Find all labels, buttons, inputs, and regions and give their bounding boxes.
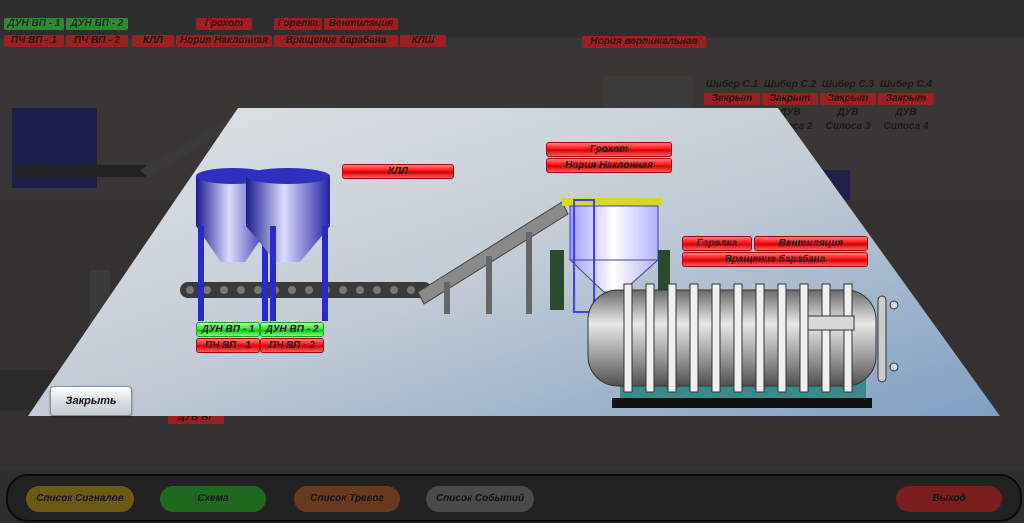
bg-klsh-label: КЛШ <box>400 35 446 47</box>
bg-silo-4: Силоса 4 <box>883 121 929 132</box>
bg-duv-4: ДУВ <box>895 107 917 118</box>
bg-grohot-label: Грохот <box>196 18 252 30</box>
gorelka-status: Горелка <box>682 236 752 251</box>
bg-dun2-label: ДУН ВП - 2 <box>66 18 128 30</box>
bg-shiber-1-state: Закрыт <box>704 93 760 105</box>
grohot-status: Грохот <box>546 142 672 157</box>
dun-vp1-status: ДУН ВП - 1 <box>196 322 260 337</box>
bg-pch1-label: ПЧ ВП - 1 <box>4 35 64 47</box>
pch-vp1-status: ПЧ ВП - 1 <box>196 338 260 353</box>
close-button[interactable]: Закрыть <box>50 386 132 416</box>
bg-shiber-4-state: Закрыт <box>878 93 934 105</box>
pch-vp2-status: ПЧ ВП - 2 <box>260 338 324 353</box>
bg-duv-2: ДУВ <box>779 107 801 118</box>
noria-status: Нория Наклонная <box>546 158 672 173</box>
bg-rotation-label: Вращение барабана <box>274 35 398 47</box>
drum-rotation-status: Вращение барабана <box>682 252 868 267</box>
events-list-button[interactable]: Список Событий <box>426 486 534 512</box>
kll-status: КЛЛ <box>342 164 454 179</box>
bg-noria-vertical-label: Нория вертикальная <box>582 36 706 48</box>
bg-shiber-2-state: Закрыт <box>762 93 818 105</box>
bg-shiber-3: Шибер С.3 <box>821 79 875 90</box>
bg-shiber-2: Шибер С.2 <box>763 79 817 90</box>
exit-button[interactable]: Выход <box>896 486 1002 512</box>
bg-shiber-3-state: Закрыт <box>820 93 876 105</box>
alarms-list-button[interactable]: Список Тревог <box>294 486 400 512</box>
bg-gorelka-label: Горелка <box>274 18 322 30</box>
signals-list-button[interactable]: Список Сигналов <box>26 486 134 512</box>
bg-shiber-4: Шибер С.4 <box>879 79 933 90</box>
bg-silo-3: Силоса 3 <box>825 121 871 132</box>
dun-vp2-status: ДУН ВП - 2 <box>260 322 324 337</box>
bg-dun1-label: ДУН ВП - 1 <box>4 18 64 30</box>
bg-duv-3: ДУВ <box>837 107 859 118</box>
bg-shiber-1: Шибер С.1 <box>705 79 759 90</box>
bg-kll-label: КЛЛ <box>132 35 174 47</box>
bg-noria-label: Нория Наклонная <box>176 35 272 47</box>
ventilation-status: Вентиляция <box>754 236 868 251</box>
scheme-button[interactable]: Схема <box>160 486 266 512</box>
bg-pch2-label: ПЧ ВП - 2 <box>66 35 128 47</box>
bg-ventilation-label: Вентиляция <box>324 18 398 30</box>
silo-2-graphic <box>246 168 330 321</box>
footer-bar: Список Сигналов Схема Список Тревог Спис… <box>6 474 1022 522</box>
